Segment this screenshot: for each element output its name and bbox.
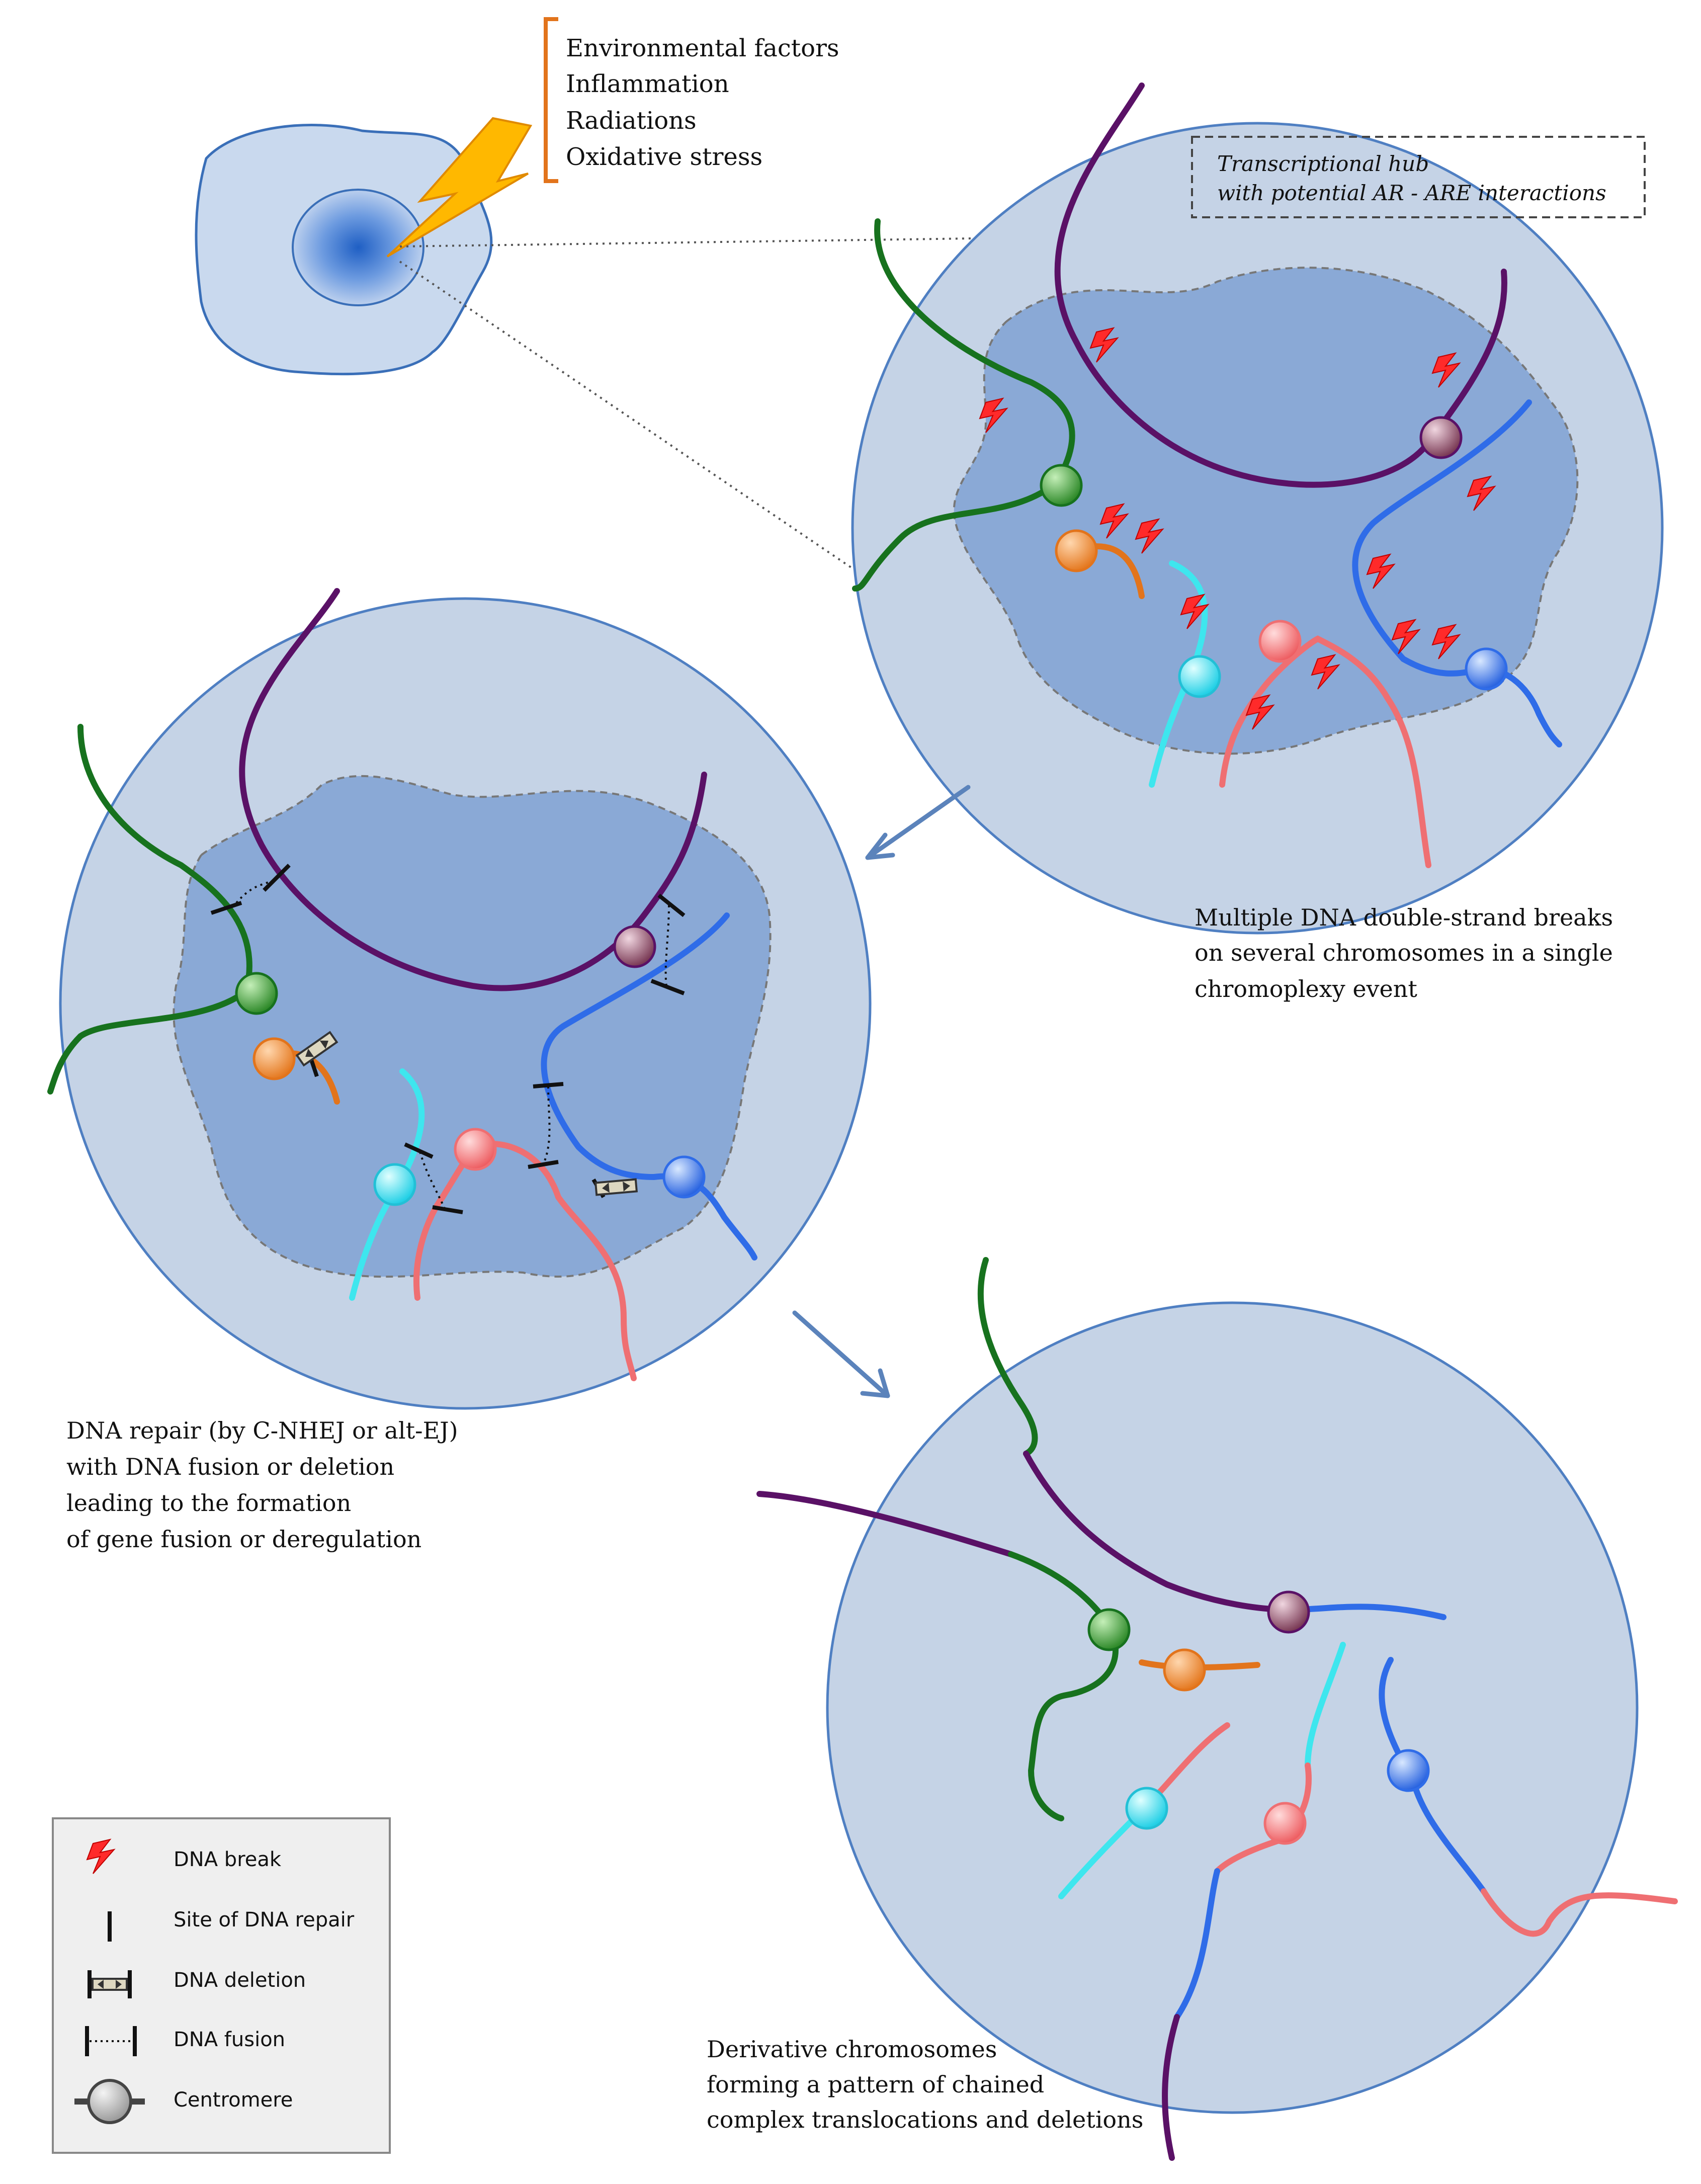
caption-breaks-line-1: Multiple DNA double-strand breaks [1195,904,1613,931]
factors-bracket [544,17,558,183]
chromatin-territory-2 [173,775,772,1278]
derivative-purple-2 [1162,2014,1180,2161]
factor-environmental: Environmental factors [566,34,839,62]
centromere-orange [1163,1648,1206,1692]
centromere-blue [662,1155,706,1199]
hub-label-line-2: with potential AR - ARE interactions [1217,181,1606,205]
caption-repair-line-1: DNA repair (by C-NHEJ or alt-EJ) [66,1417,458,1444]
cell-nucleus [292,189,424,306]
repair-site-icon [263,864,291,892]
fusion-icon [85,2026,137,2056]
caption-breaks-line-2: on several chromosomes in a single [1195,939,1613,966]
derivative-green-segment [977,1257,1038,1457]
deletion-icon [295,1031,338,1067]
centromere-purple [613,925,656,968]
caption-repair: DNA repair (by C-NHEJ or alt-EJ) with DN… [66,1417,458,1553]
centromere-green [1040,464,1083,507]
flow-arrows [792,785,971,1398]
centromere-cyan [373,1163,416,1206]
derivative-purple-segment [1023,1451,1291,1613]
caption-breaks-line-3: chromoplexy event [1195,975,1417,1002]
derivative-green-middle [1008,1551,1119,1821]
fusion-icon [664,905,670,986]
centromere-icon [74,2079,145,2124]
chromosome-salmon [1219,635,1431,868]
centromere-salmon [1263,1802,1307,1845]
centromere-orange [1055,529,1098,572]
factor-oxidative-stress: Oxidative stress [566,143,762,171]
legend-label-break: DNA break [174,1848,282,1871]
derivative-purple-left [756,1491,1014,1557]
caption-derivative-line-3: complex translocations and deletions [707,2106,1143,2133]
centromere-orange [252,1037,296,1080]
chromosome-green [47,724,252,1095]
nucleus-repair [47,588,872,1410]
centromere-purple [1267,1590,1310,1634]
centromere-green [235,972,278,1015]
repair-site-icon [533,1082,564,1088]
repair-site-icon [650,979,685,995]
centromere-green [1087,1608,1131,1651]
fusion-links [235,879,670,1210]
nucleus-derivative [756,1257,1678,2161]
arrow-to-repair [865,785,971,860]
fusion-icon [235,879,275,904]
repair-site-icon [657,893,686,917]
centromere-blue [1387,1749,1430,1792]
centromere-salmon [1258,620,1302,663]
centromere-blue [1465,647,1508,691]
caption-repair-line-4: of gene fusion or deregulation [66,1526,421,1553]
nucleus-breaks [851,82,1664,935]
arrow-to-derivative [792,1310,890,1398]
caption-derivative-line-2: forming a pattern of chained [707,2071,1044,2098]
repair-site-icon [432,1205,463,1214]
derivative-blue-2 [1174,1868,1220,2020]
chromosome-green [852,218,1075,592]
caption-breaks: Multiple DNA double-strand breaks on sev… [1195,904,1613,1002]
deletion-markers [295,1031,638,1196]
derivative-salmon-3 [1481,1888,1678,1937]
legend-label-fusion: DNA fusion [174,2028,285,2051]
repair-site-icon [404,1142,434,1159]
caption-derivative-line-1: Derivative chromosomes [707,2036,997,2063]
stress-factors-list: Environmental factors Inflammation Radia… [566,34,839,171]
derivative-cyan-top [1305,1642,1346,1769]
hub-label: Transcriptional hub with potential AR - … [1217,151,1606,205]
chromosome-blue [1352,399,1562,747]
factor-inflammation: Inflammation [566,70,729,98]
caption-repair-line-3: leading to the formation [66,1489,351,1517]
chromosome-blue [541,912,757,1261]
legend-label-deletion: DNA deletion [174,1969,306,1992]
factor-radiations: Radiations [566,107,697,135]
chromosome-purple [239,588,707,991]
caption-repair-line-2: with DNA fusion or deletion [66,1453,394,1480]
hub-label-line-1: Transcriptional hub [1217,151,1429,176]
legend-label-centromere: Centromere [174,2088,293,2112]
chromosome-purple [1054,82,1507,488]
zoom-lines [399,234,1187,670]
centromere-purple [1419,416,1463,459]
repair-site-icon [210,901,242,915]
centromere-salmon [454,1128,497,1171]
transcriptional-hub-box [1191,136,1646,218]
deletion-icon [594,1178,638,1196]
legend-label-repair: Site of DNA repair [174,1908,355,1931]
lightning-bolt-icon [386,117,533,258]
cell [195,124,493,376]
deletion-icon [88,1970,132,1998]
centromere-cyan [1178,655,1221,698]
centromere-cyan [1125,1787,1168,1830]
caption-derivative: Derivative chromosomes forming a pattern… [707,2036,1143,2133]
legend: DNA break Site of DNA repair DNA deletio… [52,1817,391,2154]
